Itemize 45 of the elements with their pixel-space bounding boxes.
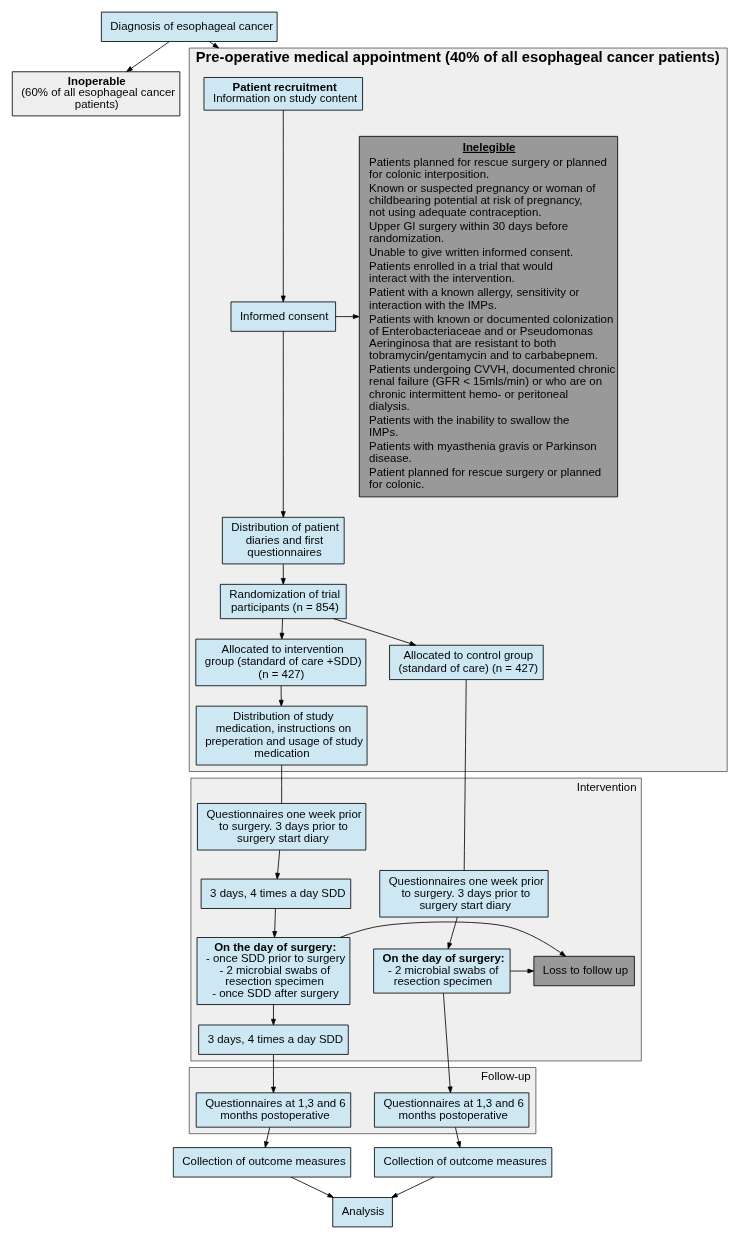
node-box: Inelegible Patients planned for rescue surgery or planned for colonic interposition. Known or suspected pregnancy or woman of childbearing potential at risk of pregnancy, not using adequate contraception. Upper GI surgery within 30 days before randomization. Unable to give written informed consent. Patients enrolled in a trial that would interact with the intervention. Patient with a known allergy, sensitivity or interaction with the IMPs. Patients with known or documented colonization of Enterobacteriaceae and or Pseudomonas Aeringinosa that are resistant to both tobramycin/gentamycin and to carbabepnem. Patients undergoing CVVH, documented chronic renal failure (GFR < 15mls/min) or who are on chronic intermittent hemo- or peritoneal dialysis. Patients with the inability to swallow the IMPs. Patients with myasthenia gravis or Parkinson disease. Patient planned for rescue surgery or planned for colonic. xyxy=(358,135,619,498)
node-box: Loss to follow up xyxy=(533,955,635,987)
node-box: Diagnosis of esophageal cancer xyxy=(100,11,278,42)
node-box: Collection of outcome measures xyxy=(374,1147,553,1178)
node-box: Analysis xyxy=(332,1197,393,1228)
node-box: Questionnaires one week prior to surgery. 3 days prior to surgery start diary xyxy=(197,803,367,851)
node-box: Distribution of study medication, instructions on preperation and usage of study medication xyxy=(195,705,368,766)
arrow xyxy=(271,1004,276,1026)
arrow xyxy=(126,41,170,72)
arrow xyxy=(455,1127,462,1148)
arrow xyxy=(443,992,453,1094)
node-box: Allocated to control group (standard of care) (n = 427) xyxy=(389,644,544,680)
arrow xyxy=(391,1176,435,1198)
node-box: Informed consent xyxy=(230,301,336,332)
node-box: 3 days, 4 times a day SDD xyxy=(198,1024,349,1055)
arrow xyxy=(280,109,286,303)
arrow xyxy=(278,685,284,707)
arrow xyxy=(290,1176,334,1198)
node-box: Distribution of patient diaries and first questionnaires xyxy=(221,516,345,565)
arrow xyxy=(447,916,458,950)
arrow xyxy=(275,849,281,880)
arrow xyxy=(279,618,285,640)
arrow xyxy=(333,618,417,646)
arrow xyxy=(335,314,360,320)
node-box: Inoperable (60% of all esophageal cancer patients) xyxy=(11,71,181,117)
arrow xyxy=(339,921,567,957)
node-box: On the day of surgery: - once SDD prior to surgery - 2 microbial swabs of resection specimen - once SDD after surgery xyxy=(196,937,351,1005)
node-box: Questionnaires at 1,3 and 6 months postoperative xyxy=(195,1092,352,1128)
node-box: Allocated to intervention group (standard of care +SDD) (n = 427) xyxy=(195,638,367,687)
node-box: Patient recruitment Information on study content xyxy=(203,77,363,111)
connector xyxy=(281,764,283,804)
node-box: Collection of outcome measures xyxy=(172,1147,352,1178)
node-box: Randomization of trial participants (n = 854) xyxy=(219,583,347,620)
connector xyxy=(463,679,467,871)
arrow xyxy=(209,41,220,49)
node-box: 3 days, 4 times a day SDD xyxy=(200,878,352,909)
arrow xyxy=(271,1054,276,1094)
arrow xyxy=(509,968,534,974)
arrow xyxy=(280,563,286,585)
node-box: Questionnaires at 1,3 and 6 months postoperative xyxy=(374,1092,530,1128)
node-box: Questionnaires one week prior to surgery. 3 days prior to surgery start diary xyxy=(379,870,549,918)
arrow xyxy=(264,1127,271,1148)
node-box: On the day of surgery: - 2 microbial swabs of resection specimen xyxy=(373,948,511,994)
arrow xyxy=(272,908,278,938)
arrow xyxy=(280,330,286,518)
